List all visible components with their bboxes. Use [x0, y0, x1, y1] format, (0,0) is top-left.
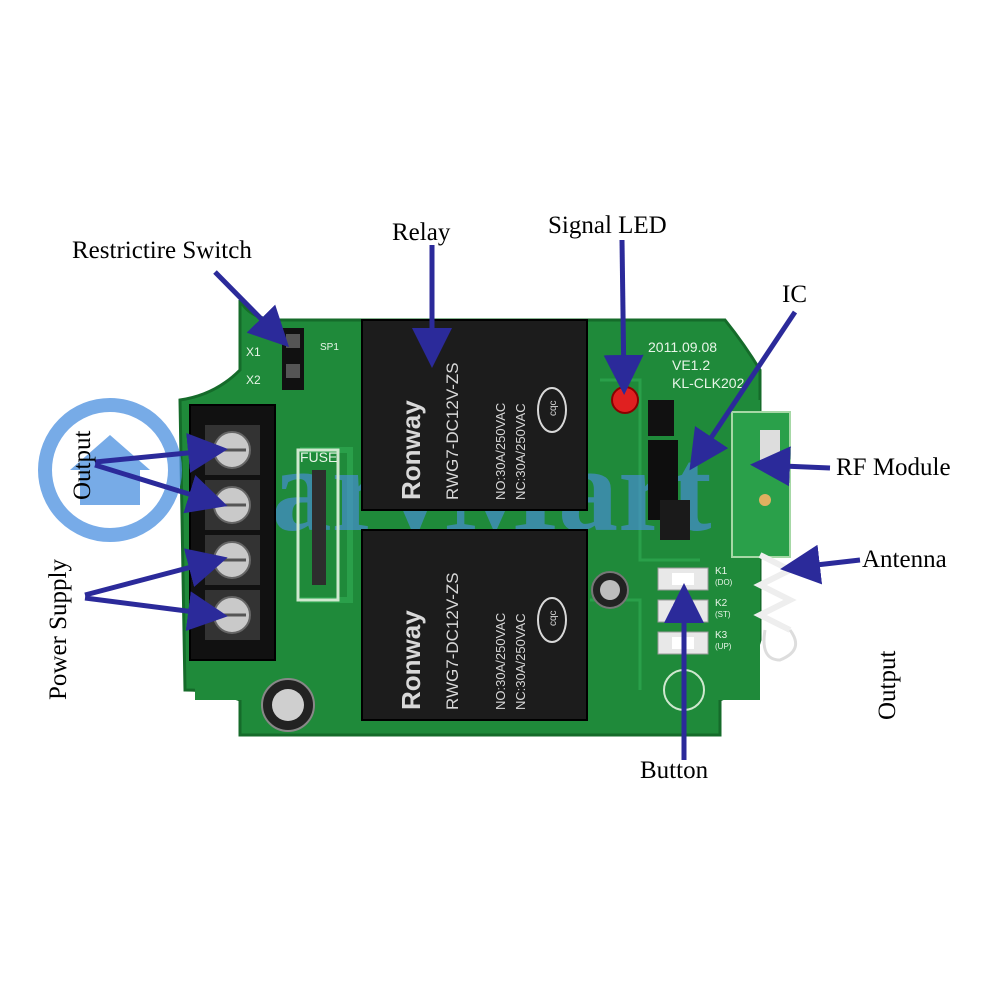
pcb-k3: K3: [715, 630, 728, 641]
label-signal-led: Signal LED: [548, 212, 667, 239]
label-antenna: Antenna: [862, 546, 947, 573]
pcb-sp1: SP1: [320, 342, 339, 353]
pcb-fuse: FUSE: [300, 449, 337, 465]
arrow-ic: [689, 310, 798, 471]
relay-1-model: RWG7-DC12V-ZS: [443, 362, 462, 500]
pcb-k1-sub: (DO): [715, 578, 733, 587]
pcb-model: KL-CLK202: [672, 375, 745, 391]
terminal-block: [189, 404, 276, 661]
label-rf-module: RF Module: [836, 454, 951, 481]
pcb-k2: K2: [715, 598, 728, 609]
relay-2-brand: Ronway: [396, 610, 426, 710]
pcb-k1: K1: [715, 566, 728, 577]
antenna-coil: [753, 552, 798, 662]
label-restrictire-switch: Restrictire Switch: [72, 237, 252, 264]
label-output-left: Output: [69, 431, 96, 501]
relay-1-cert: cqc: [548, 400, 559, 416]
arrow-restrictire-switch: [213, 270, 290, 348]
ic-chip: [648, 400, 690, 540]
arrow-signal-led: [603, 239, 644, 395]
pcb-version: VE1.2: [672, 357, 710, 373]
relay-2: Ronway RWG7-DC12V-ZS NO:30A/250VAC NC:30…: [361, 529, 588, 721]
capacitor-mid: [591, 571, 629, 609]
relay-2-nc: NC:30A/250VAC: [513, 613, 528, 710]
label-output-right: Output: [874, 651, 901, 721]
label-ic: IC: [782, 281, 807, 308]
signal-led: [611, 386, 639, 414]
relay-1-no: NO:30A/250VAC: [493, 403, 508, 500]
button-k1: K1 (DO): [657, 566, 733, 591]
relay-2-no: NO:30A/250VAC: [493, 613, 508, 710]
pcb-k2-sub: (ST): [715, 610, 731, 619]
arrow-output-2: [94, 462, 228, 514]
relay-2-cert: cqc: [548, 610, 559, 626]
button-k2: K2 (ST): [657, 598, 731, 623]
capacitor-bottom-left: [261, 678, 315, 732]
relay-1-nc: NC:30A/250VAC: [513, 403, 528, 500]
pcb-date: 2011.09.08: [648, 339, 717, 355]
arrow-power-2: [84, 591, 228, 632]
fuse-holder: FUSE: [296, 448, 340, 602]
label-power-supply: Power Supply: [45, 559, 72, 700]
pcb-x1: X1: [246, 345, 261, 359]
label-relay: Relay: [392, 219, 451, 246]
button-k3: K3 (UP): [657, 630, 732, 655]
relay-2-model: RWG7-DC12V-ZS: [443, 572, 462, 710]
callout-arrows: [84, 239, 861, 760]
relay-1: Ronway RWG7-DC12V-ZS NO:30A/250VAC NC:30…: [361, 319, 588, 511]
arrow-antenna: [780, 544, 861, 585]
screw-terminal-2: [205, 480, 260, 530]
rf-module: [731, 411, 791, 558]
arrow-rf-module: [750, 446, 831, 487]
arrow-power-1: [84, 548, 228, 598]
pcb-x2: X2: [246, 373, 261, 387]
label-button: Button: [640, 757, 709, 784]
pcb-k3-sub: (UP): [715, 642, 732, 651]
relay-1-brand: Ronway: [396, 400, 426, 500]
arrow-output-1: [94, 433, 228, 473]
